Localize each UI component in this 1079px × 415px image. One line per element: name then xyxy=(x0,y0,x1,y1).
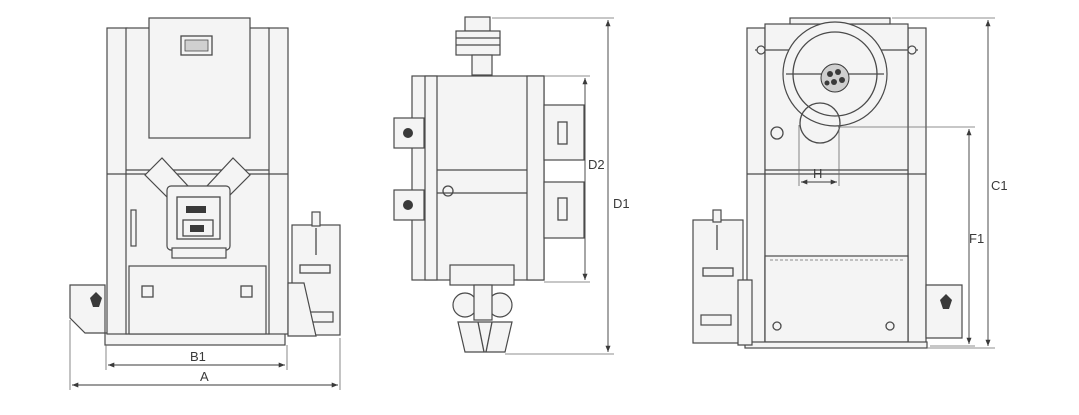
rear-pellet-feeder xyxy=(692,209,753,346)
front-left-ash-box xyxy=(69,284,106,334)
burner-assembly xyxy=(144,157,251,259)
dimension-b1-label: B1 xyxy=(190,349,206,364)
dimension-d2-label: D2 xyxy=(588,157,605,172)
rear-view: C1 F1 H xyxy=(692,17,1008,349)
front-view: B1 A xyxy=(69,17,341,390)
dimension-c1-label: C1 xyxy=(991,178,1008,193)
front-left-panel xyxy=(106,27,128,335)
control-display xyxy=(180,35,213,56)
rear-right-panel xyxy=(907,27,927,345)
front-right-panel xyxy=(267,27,289,335)
front-base xyxy=(104,332,286,346)
rear-flue-outlet xyxy=(799,102,841,144)
front-lower-door xyxy=(128,265,267,335)
dimension-a-label: A xyxy=(200,369,209,384)
side-feed-nozzle xyxy=(457,321,513,353)
side-view: D1 D2 xyxy=(393,16,630,355)
front-pellet-feeder xyxy=(287,211,341,337)
rear-fan xyxy=(782,21,888,127)
dimension-h-label: H xyxy=(813,166,822,181)
side-access-panel-bottom xyxy=(543,181,585,239)
dimension-d1-label: D1 xyxy=(613,196,630,211)
door-handle xyxy=(130,209,137,247)
dimension-f1-label: F1 xyxy=(969,231,984,246)
front-hopper xyxy=(148,17,251,139)
side-access-panel-top xyxy=(543,104,585,161)
rear-right-ash-box xyxy=(925,284,963,339)
chimney-top xyxy=(464,16,491,32)
side-burner-head xyxy=(449,264,515,286)
